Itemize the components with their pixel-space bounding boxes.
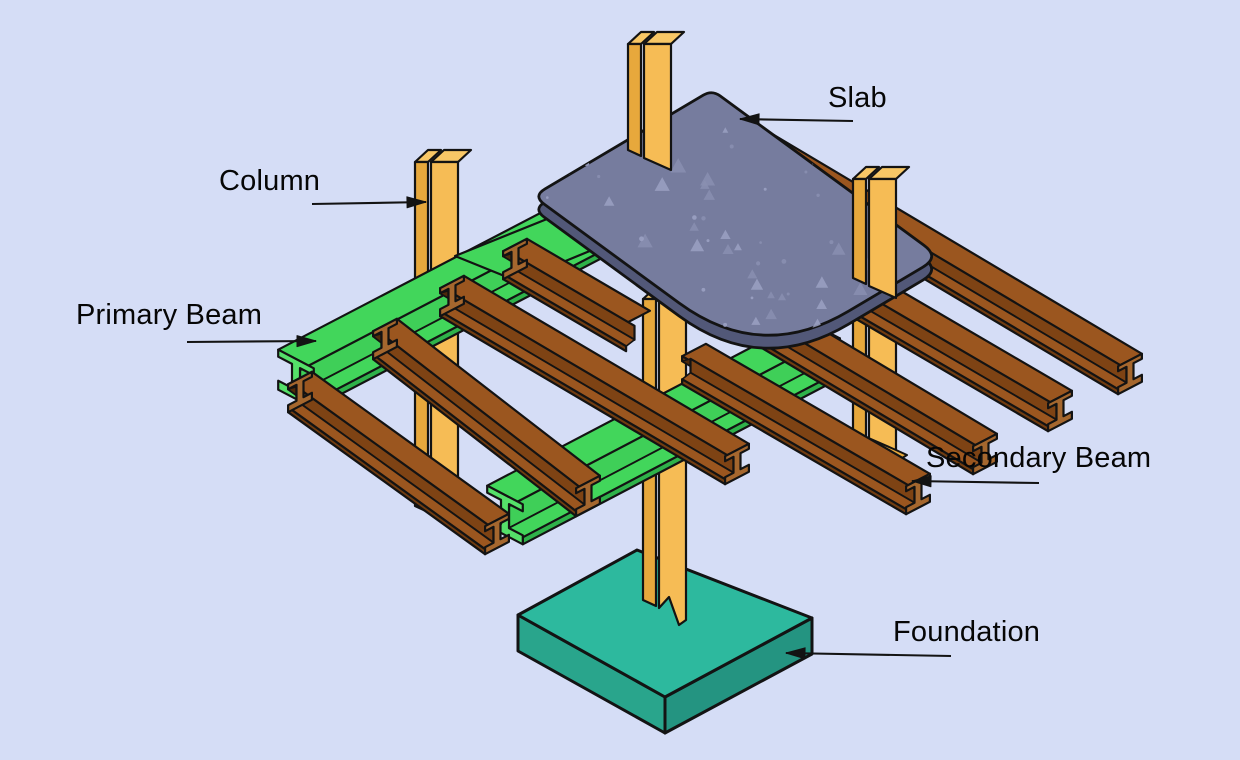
label-secondary-beam: Secondary Beam <box>926 442 1152 474</box>
label-foundation: Foundation <box>893 616 1041 648</box>
foundation-arrow <box>785 647 952 660</box>
slab-arrow <box>739 113 854 126</box>
foundation <box>516 548 814 735</box>
label-primary-beam: Primary Beam <box>76 299 263 331</box>
primary-beam-arrow <box>186 335 317 348</box>
column-right-upper <box>851 165 911 300</box>
leader-arrows <box>186 113 1040 660</box>
label-slab: Slab <box>828 82 887 114</box>
column-arrow <box>311 196 427 209</box>
secondary-beam-arrow <box>911 475 1040 488</box>
column-back <box>626 30 686 172</box>
label-column: Column <box>219 165 321 197</box>
